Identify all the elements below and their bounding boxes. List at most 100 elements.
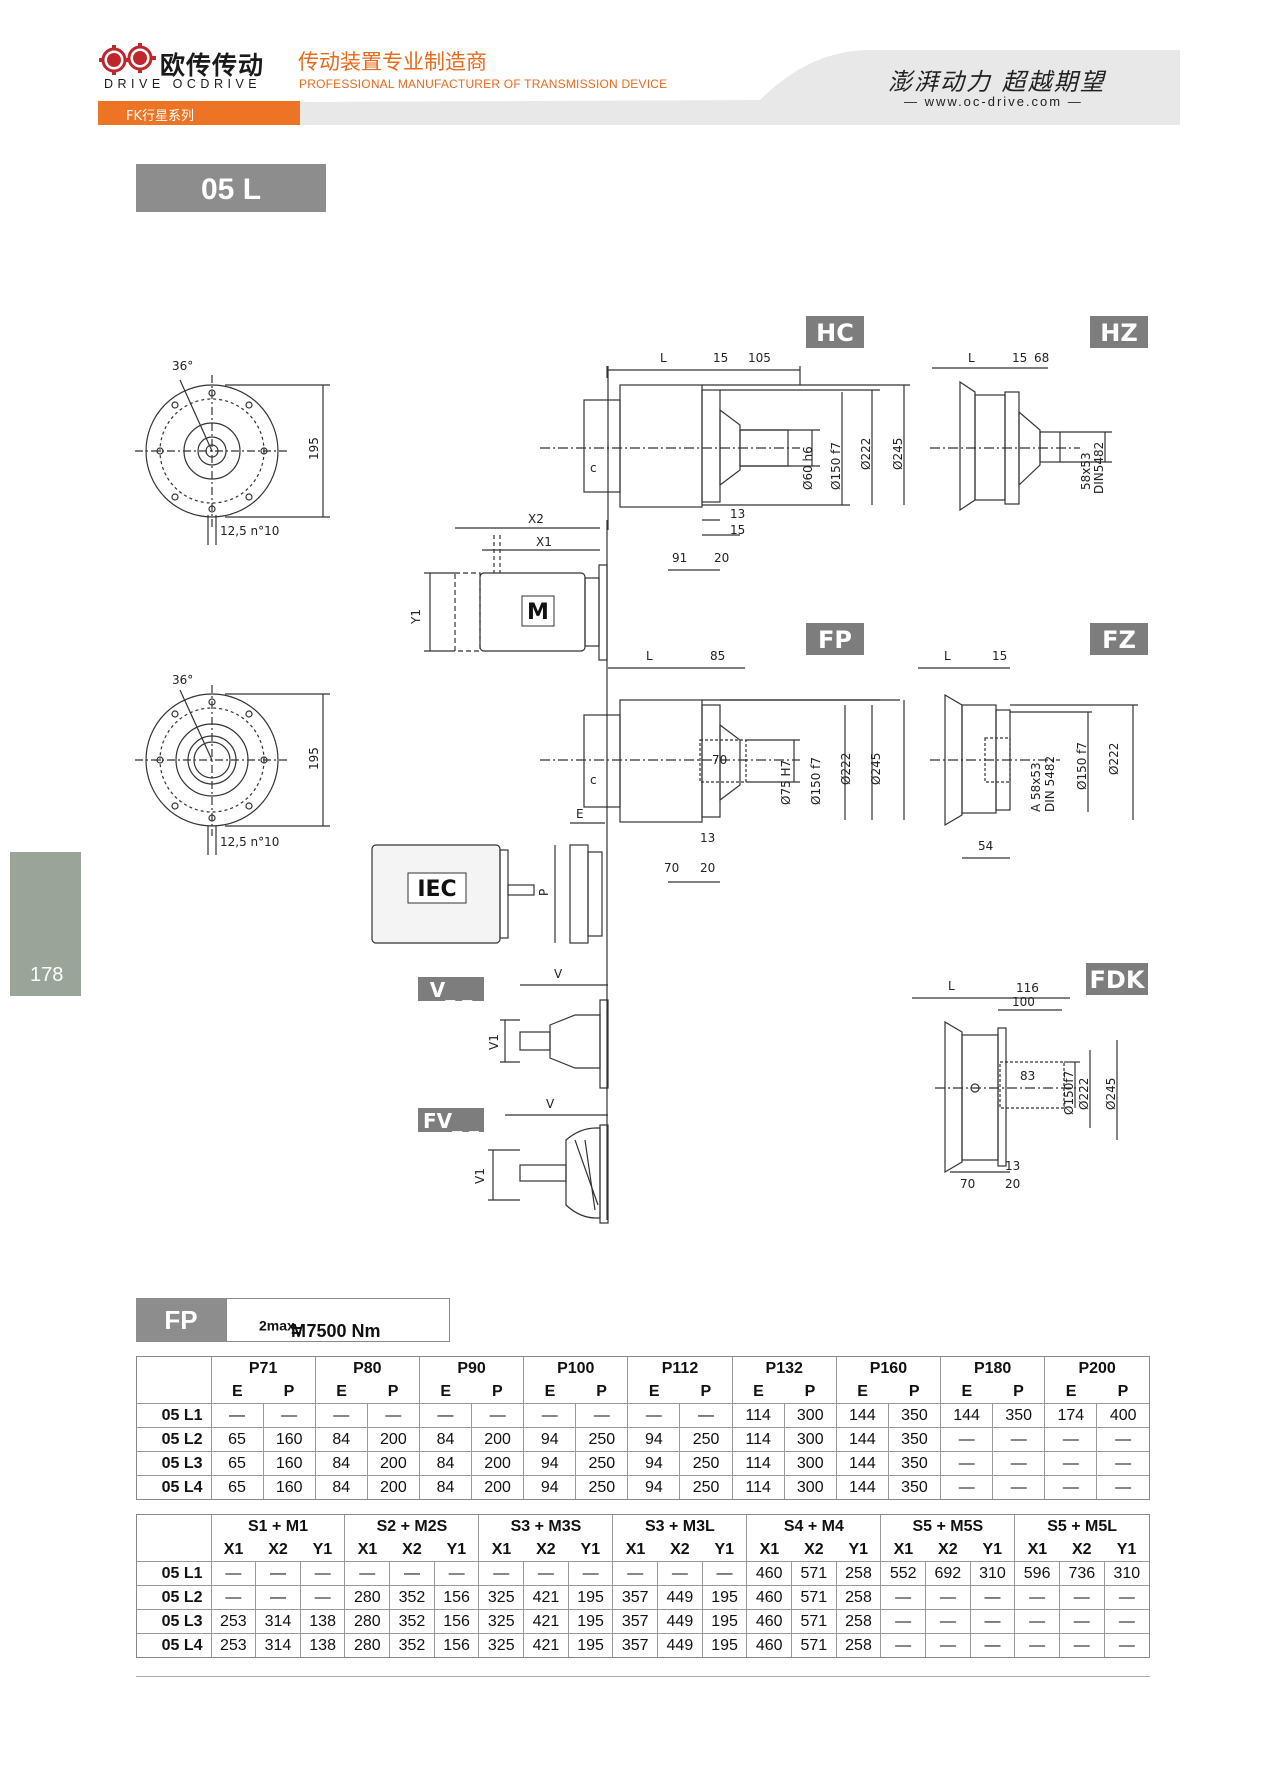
table-cell: — <box>1103 1585 1149 1610</box>
table-cell: 449 <box>657 1633 703 1657</box>
group-header: P100 <box>523 1357 628 1380</box>
table-cell: 195 <box>701 1609 747 1634</box>
table-cell: 156 <box>433 1633 479 1657</box>
table-cell: — <box>1096 1427 1149 1452</box>
table-cell: 200 <box>366 1451 420 1476</box>
sub-header: P <box>283 1382 295 1400</box>
motto: 澎湃动力 超越期望 <box>888 68 1106 96</box>
table-cell: — <box>701 1561 747 1586</box>
hc-105: 105 <box>748 351 771 365</box>
table-cell: 325 <box>478 1633 524 1657</box>
table-cell: — <box>314 1403 368 1428</box>
hc-d150: Ø150 f7 <box>829 442 843 490</box>
dim-x1: X1 <box>536 535 552 549</box>
fz-d222: Ø222 <box>1107 743 1121 775</box>
table-cell: 421 <box>523 1633 569 1657</box>
sub-header: P <box>492 1382 503 1400</box>
table-cell: 160 <box>262 1451 316 1476</box>
sub-header: Y1 <box>848 1540 869 1558</box>
table-cell: — <box>612 1561 658 1586</box>
table-cell: 552 <box>880 1561 926 1586</box>
fdk-20: 20 <box>1005 1177 1020 1191</box>
sub-header: E <box>210 1380 264 1404</box>
series-label: FK行星系列 <box>126 109 195 124</box>
dim-195-top: 195 <box>307 437 321 460</box>
sub-header: X2 <box>402 1540 422 1558</box>
table-cell: 250 <box>679 1427 733 1452</box>
sub-header: P <box>1117 1382 1129 1400</box>
page-number: 178 <box>30 964 64 986</box>
fz-l: L <box>944 649 951 663</box>
hz-spline: 58x53 <box>1079 452 1093 490</box>
sub-header: Y1 <box>982 1540 1003 1558</box>
holes-top: 12,5 n°10 <box>220 524 279 538</box>
table-cell: 280 <box>344 1609 390 1634</box>
holes-bottom: 12,5 n°10 <box>220 835 279 849</box>
table-cell: — <box>627 1403 680 1428</box>
group-header: S1 + M1 <box>210 1515 345 1538</box>
fp-side-view <box>540 667 905 883</box>
hc-20: 20 <box>714 551 729 565</box>
table-cell: 310 <box>969 1561 1015 1586</box>
fp-85: 85 <box>710 649 725 663</box>
table-cell: — <box>925 1633 971 1657</box>
table-cell: 314 <box>255 1609 301 1634</box>
table-cell: — <box>433 1561 479 1586</box>
table-cell: 460 <box>746 1561 792 1586</box>
group-header: S3 + M3L <box>612 1515 747 1538</box>
table-cell: — <box>262 1403 316 1428</box>
view-tags <box>407 316 1148 1132</box>
table-cell: — <box>575 1403 628 1428</box>
sub-header: X1 <box>746 1538 792 1562</box>
sub-header: P <box>387 1382 399 1400</box>
model-label: 05 L <box>200 173 262 206</box>
table-cell: 280 <box>344 1633 390 1657</box>
fdk-d245: Ø245 <box>1104 1078 1118 1110</box>
table-cell: 460 <box>746 1633 792 1657</box>
fz-spline: A 58x53 <box>1029 762 1043 812</box>
table-cell: 596 <box>1014 1561 1060 1586</box>
fz-d150: Ø150 f7 <box>1075 742 1089 790</box>
website-text: — www.oc-drive.com — <box>904 94 1083 109</box>
header-band <box>300 50 1180 125</box>
table-cell: — <box>478 1561 524 1586</box>
table-cell: 352 <box>389 1585 435 1610</box>
table-cell: 195 <box>701 1585 747 1610</box>
dim-x2: X2 <box>528 512 544 526</box>
technical-drawing: HC HZ FP FZ FDK V_ _ FV_ _ M IEC 36° 36°… <box>135 316 1148 1224</box>
header-corner <box>137 1380 211 1404</box>
header-corner <box>137 1538 211 1562</box>
motor-m-label: M <box>527 600 549 625</box>
sub-header: P <box>596 1382 607 1400</box>
group-header: P80 <box>314 1357 420 1380</box>
series-bar: FK行星系列 <box>98 101 300 125</box>
row-label: 05 L3 <box>137 1609 211 1634</box>
fdk-d222: Ø222 <box>1077 1078 1091 1110</box>
fdk-13: 13 <box>1005 1159 1020 1173</box>
fv-adapter-view <box>488 1114 609 1224</box>
group-header: P71 <box>210 1357 316 1380</box>
table-cell: — <box>299 1561 345 1586</box>
group-header: S5 + M5S <box>880 1515 1015 1538</box>
table-cell: 84 <box>418 1427 472 1452</box>
table-cell: — <box>992 1427 1045 1452</box>
fp-title-label: FP <box>164 1305 198 1335</box>
fp-d150: Ø150 f7 <box>809 757 823 805</box>
sub-header: E <box>835 1380 889 1404</box>
table-cell: 114 <box>731 1475 785 1499</box>
fp-d75: Ø75 H7 <box>779 760 793 805</box>
tag-fp: FP <box>818 626 852 654</box>
table-cell: 253 <box>210 1633 256 1657</box>
tagline-chinese: 传动装置专业制造商 <box>298 50 487 74</box>
sub-header: X2 <box>670 1540 690 1558</box>
fp-table-title: FP <box>136 1298 226 1342</box>
iec-motor-view <box>371 822 605 944</box>
table-cell: — <box>255 1585 301 1610</box>
table-cell: 138 <box>299 1609 345 1634</box>
table-cell: 200 <box>471 1427 524 1452</box>
v-adapter-view <box>500 984 609 1089</box>
table-cell: — <box>299 1585 345 1610</box>
